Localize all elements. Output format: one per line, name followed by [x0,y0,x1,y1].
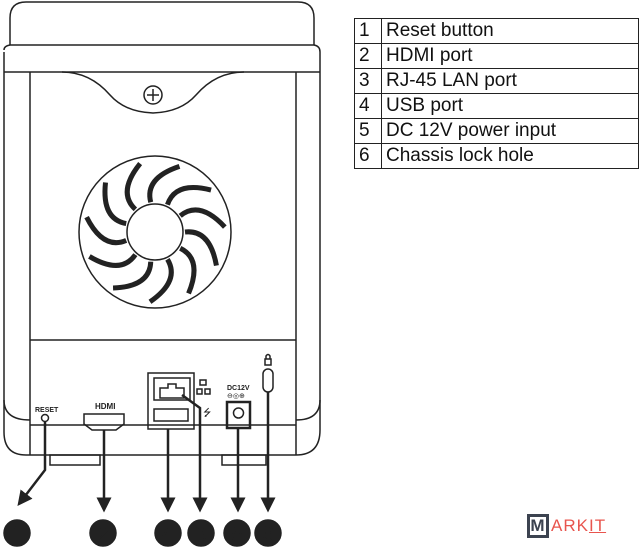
fan-blade [165,185,212,206]
svg-text:6: 6 [262,521,274,546]
lock-icon [264,353,272,366]
callout-6: 6 [254,519,282,547]
fan-blade [147,164,181,203]
fan-blade [148,258,174,304]
svg-text:5: 5 [231,521,243,546]
svg-text:1: 1 [11,521,23,546]
fan-blade [178,245,197,295]
dc-power-port[interactable] [225,400,252,430]
fan-blade [178,207,227,229]
device-rear-diagram: RESET HDMI ⭍ DC12V ⊖◎⊕ 1 2 4 3 5 6 [3,1,321,547]
callout-2: 2 [89,519,117,547]
hdmi-port[interactable] [83,413,125,431]
lan-port[interactable] [153,377,191,401]
screw-icon [143,85,163,105]
reset-label: RESET [35,407,59,414]
reset-button[interactable] [40,413,50,423]
usb-port[interactable] [153,408,189,422]
lid-tab [61,71,245,114]
callout-4: 4 [154,519,182,547]
fan-icon [78,155,232,309]
usb-icon: ⭍ [203,407,211,419]
hdmi-label: HDMI [95,402,115,411]
network-icon [196,379,211,395]
dc-label: DC12V [227,385,250,392]
callout-5: 5 [223,519,251,547]
fan-blade [102,182,127,227]
foot-right [221,454,267,466]
callout-1: 1 [3,519,31,547]
top-cover [9,1,315,45]
markit-logo: M ARK IT [527,514,606,538]
foot-left [49,454,101,466]
svg-text:4: 4 [162,521,174,546]
svg-text:3: 3 [195,521,207,546]
lan-usb-frame [147,372,195,430]
fan-blade [124,162,143,212]
fan-blade [88,253,138,268]
svg-text:2: 2 [97,521,109,546]
fan-blade [112,261,154,291]
callout-3: 3 [187,519,215,547]
fan-blade [84,215,128,246]
fan-blade [184,229,219,267]
chassis-lock-hole[interactable] [262,368,274,393]
chassis-body [3,44,321,456]
polarity-icon: ⊖◎⊕ [227,393,245,400]
